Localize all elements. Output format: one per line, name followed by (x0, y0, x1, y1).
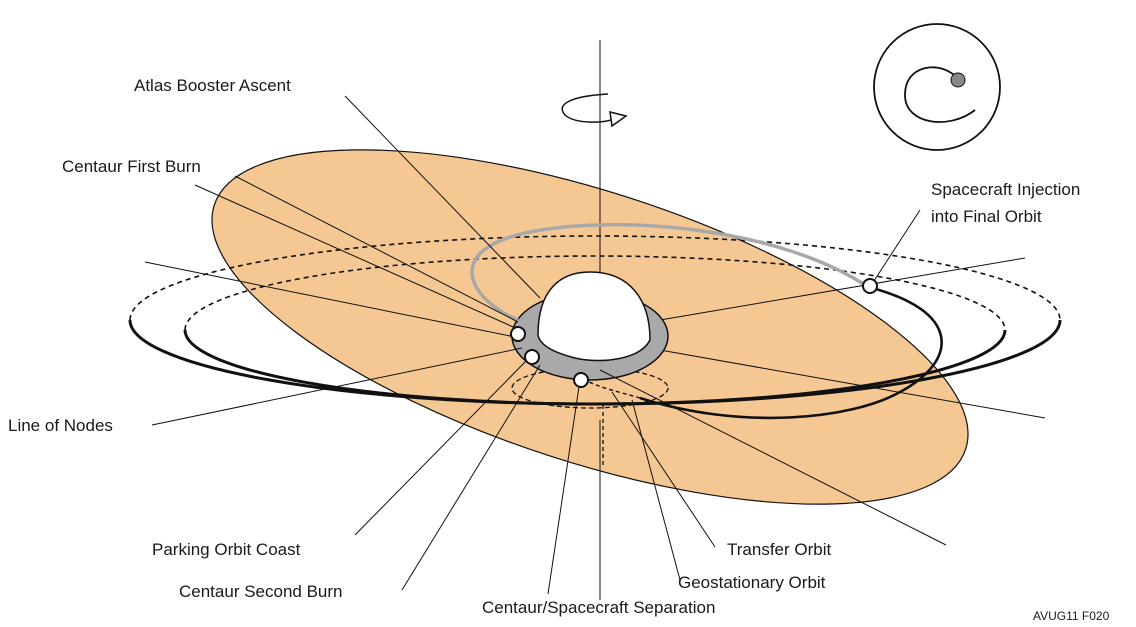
earth (511, 271, 669, 381)
rotation-arrow-icon (561, 93, 628, 128)
reference-lines (144, 40, 1046, 600)
label-spacecraft-injection-line1: Spacecraft Injection (931, 180, 1080, 199)
label-parking-orbit-coast: Parking Orbit Coast (152, 540, 301, 559)
final-orbit-arc (639, 285, 943, 420)
leader-lines (151, 95, 947, 595)
orbit-front-solid (128, 319, 1062, 406)
figure-reference: AVUG11 F020 (1033, 609, 1110, 623)
label-centaur-spacecraft-separation: Centaur/Spacecraft Separation (482, 598, 715, 617)
orbit-back-dashed (129, 235, 1061, 331)
label-atlas-booster-ascent: Atlas Booster Ascent (134, 76, 291, 95)
label-centaur-second-burn: Centaur Second Burn (179, 582, 343, 601)
spiral-orbit-inset-icon (873, 23, 1001, 151)
transfer-orbit-arc (470, 222, 869, 322)
label-geostationary-orbit: Geostationary Orbit (678, 573, 826, 592)
label-centaur-first-burn: Centaur First Burn (62, 157, 201, 176)
label-transfer-orbit: Transfer Orbit (727, 540, 832, 559)
event-markers (510, 278, 878, 388)
final-orbit-dashed (584, 379, 641, 399)
label-line-of-nodes: Line of Nodes (8, 416, 113, 435)
label-spacecraft-injection-line2: into Final Orbit (931, 207, 1042, 226)
